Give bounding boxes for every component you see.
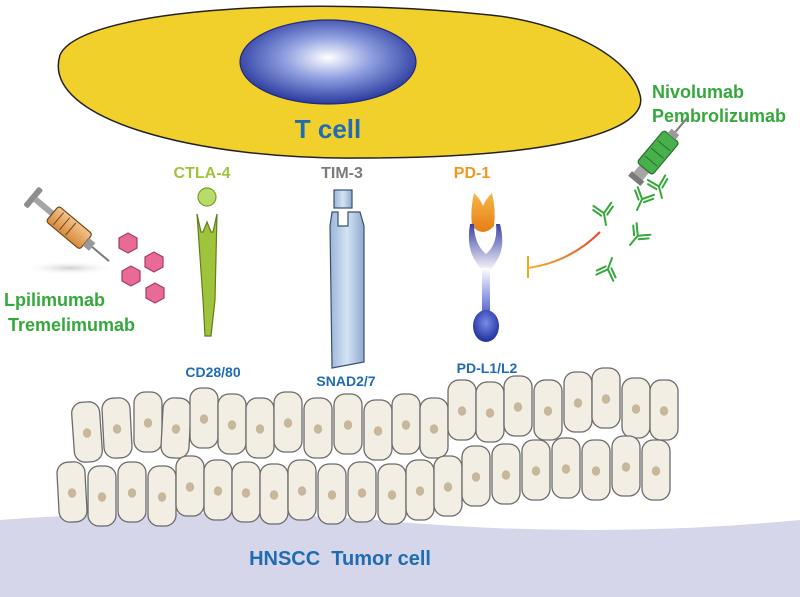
tumor-cell (503, 375, 533, 437)
tumor-cell (231, 461, 261, 523)
inhibition-curve (527, 231, 601, 269)
pd1-stem (482, 268, 490, 316)
ctla4-stem (196, 213, 218, 337)
antibody (594, 253, 623, 283)
drug-molecules-left (118, 232, 165, 304)
tumor-cell (217, 393, 247, 455)
ctla4-receptor (196, 187, 218, 337)
tumor-cell (533, 379, 563, 441)
pd1-head (471, 193, 495, 232)
tumor-cell (419, 397, 449, 459)
syringe-icon (22, 187, 118, 275)
pd1-ligand-bulb (473, 310, 499, 342)
antibody (626, 185, 656, 216)
ctla4-ligand-label: CD28/80 (185, 364, 240, 380)
tumor-cell (377, 463, 407, 525)
ctla4-head (197, 187, 217, 207)
tumor-base-band (0, 512, 800, 597)
tumor-cell (259, 463, 289, 525)
tumor-cell (405, 459, 435, 521)
tim3-body (329, 211, 365, 369)
tumor-cell (147, 465, 177, 527)
tumor-cell (591, 367, 621, 429)
pd1-ligand-label: PD-L1/L2 (457, 360, 518, 376)
tim3-head (333, 189, 353, 209)
pd1-label: PD-1 (454, 165, 491, 182)
drug-right-line1: Nivolumab (652, 82, 744, 102)
tumor-cell (133, 391, 163, 453)
tumor-cell (159, 396, 193, 460)
tumor-cell (245, 397, 275, 459)
tim3-receptor (329, 189, 365, 369)
t-cell-nucleus (239, 19, 417, 105)
tumor-cell (333, 393, 363, 455)
pd1-receptor (468, 193, 503, 342)
tumor-cell (641, 439, 671, 501)
drug-right-line2: Pembrolizumab (652, 106, 786, 126)
tumor-cell (363, 399, 393, 461)
antibody (621, 221, 653, 253)
tumor-cell (433, 455, 463, 517)
tumor-cell (203, 459, 233, 521)
tumor-cell (117, 461, 147, 523)
tumor-cell (287, 459, 317, 521)
tumor-cell (581, 439, 611, 501)
tim3-ligand-label: SNAD2/7 (316, 373, 375, 389)
tumor-cell (551, 437, 581, 499)
tumor-cell (475, 381, 505, 443)
tumor-cell (347, 461, 377, 523)
tumor-cell (649, 379, 679, 441)
tumor-cell (100, 396, 134, 460)
drug-left-line1: Lpilimumab (4, 290, 105, 310)
pd1-arms (468, 224, 503, 272)
tumor-cell (303, 397, 333, 459)
tumor-cell (491, 443, 521, 505)
antibodies (591, 174, 673, 283)
tumor-cell (175, 455, 205, 517)
tumor-cell (461, 445, 491, 507)
tim3-label: TIM-3 (321, 165, 363, 182)
syringe-icon-right (628, 115, 690, 187)
tumor-cell (447, 379, 477, 441)
tumor-cell (273, 391, 303, 453)
tumor-cell (521, 439, 551, 501)
tumor-cell (317, 463, 347, 525)
antibody (591, 201, 617, 228)
tumor-cell (611, 435, 641, 497)
tumor-label: HNSCC Tumor cell (249, 548, 431, 570)
tumor-cell-layer (55, 367, 679, 527)
t-cell-label: T cell (295, 114, 361, 144)
tumor-cell (55, 460, 89, 524)
tumor-cell (391, 393, 421, 455)
tumor-cell (70, 400, 104, 464)
tumor-cell (563, 371, 593, 433)
ctla4-label: CTLA-4 (174, 165, 231, 182)
tumor-cell (87, 465, 117, 527)
tumor-cell (189, 387, 219, 449)
drug-left-line2: Tremelimumab (8, 315, 135, 335)
tumor-cell (621, 377, 651, 439)
